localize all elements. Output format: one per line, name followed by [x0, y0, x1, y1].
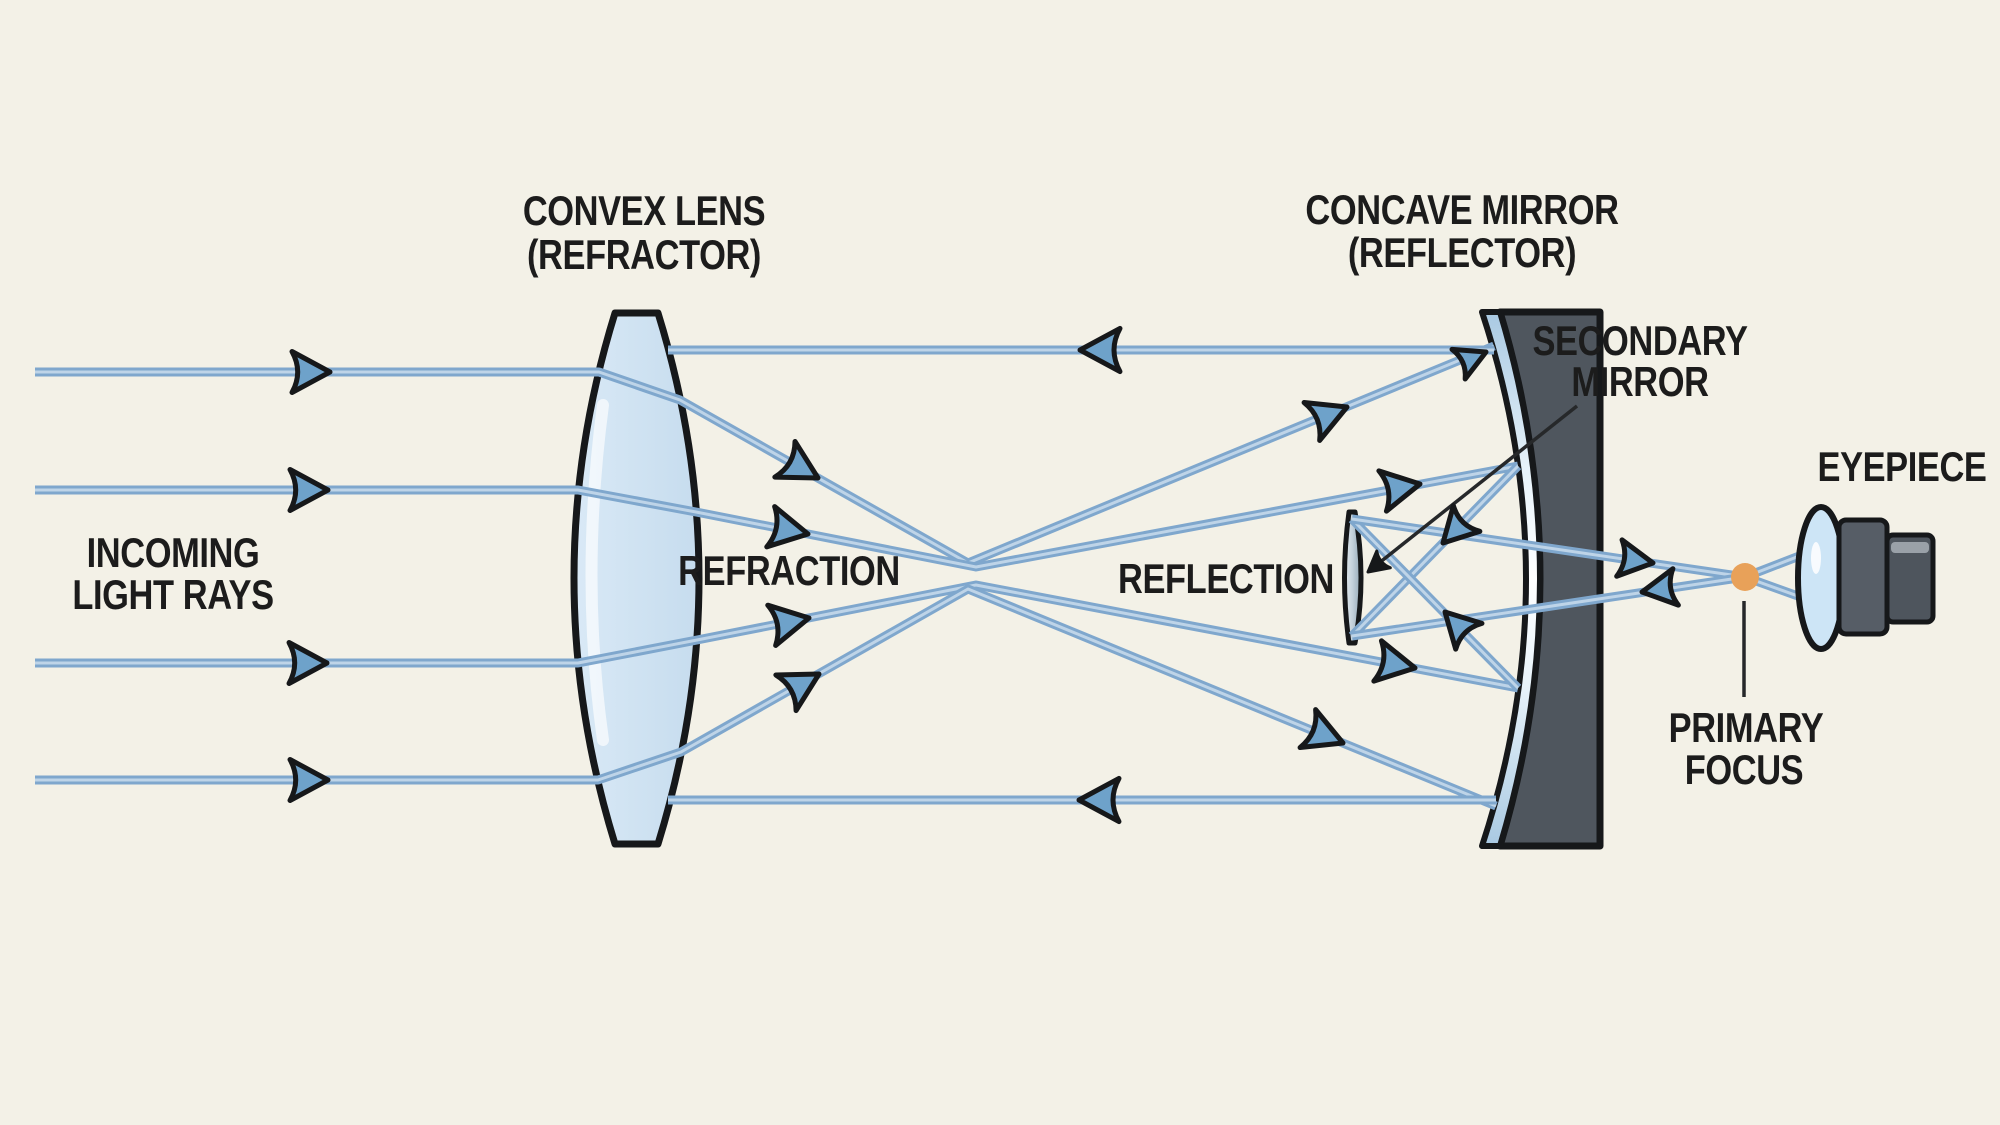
- eyepiece-barrel-back: [1884, 532, 1936, 625]
- lens-highlight: [585, 399, 609, 746]
- eyepiece: [1795, 504, 1936, 652]
- secondary-mirror-label-line1: SECONDARY: [1532, 317, 1748, 364]
- primary-focus-label-line1: PRIMARY: [1668, 704, 1824, 751]
- incoming-ray-3-refracted-core: [35, 583, 1519, 690]
- secondary-mirror: [1342, 509, 1364, 646]
- primary-focus-label-line2: FOCUS: [1684, 746, 1804, 793]
- concave-mirror-title-line1: CONCAVE MIRROR: [1305, 186, 1619, 233]
- secondary-mirror-label-line2: MIRROR: [1571, 358, 1709, 405]
- ray-arrowhead-icon: [772, 438, 821, 481]
- ray-arrowhead-icon: [289, 349, 333, 395]
- ray-arrowhead-icon: [1639, 566, 1681, 608]
- ray-arrowhead-icon: [1297, 707, 1346, 751]
- convex-lens-title-line2: (REFRACTOR): [526, 231, 762, 278]
- ray-arrowhead-icon: [1077, 325, 1123, 375]
- refraction-label: REFRACTION: [678, 547, 900, 594]
- pointer-arrowhead-icon: [1366, 549, 1392, 574]
- primary-focus-dot: [1731, 563, 1759, 591]
- incoming-light-rays-label-line2: LIGHT RAYS: [72, 571, 274, 618]
- eyepiece-label: EYEPIECE: [1817, 443, 1987, 490]
- ray-arrowhead-icon: [1440, 503, 1483, 546]
- ray-arrowhead-icon: [1371, 638, 1418, 684]
- concave-mirror-title-line2: (REFLECTOR): [1347, 229, 1577, 276]
- ray-arrowhead-icon: [764, 504, 811, 550]
- ray-arrowhead-icon: [1076, 775, 1122, 825]
- incoming-ray-4-refracted-core: [35, 587, 1497, 808]
- ray-arrowhead-icon: [1449, 346, 1489, 382]
- ray-arrowhead-icon: [1376, 468, 1423, 514]
- incoming-ray-2-refracted-core: [35, 464, 1519, 569]
- mirror-to-secondary-ray-upper-core: [1350, 464, 1520, 638]
- ray-arrowhead-icon: [286, 640, 330, 686]
- ray-arrowhead-icon: [287, 757, 331, 803]
- incoming-light-rays-label-line1: INCOMING: [86, 529, 260, 576]
- secondary-mirror-pointer-line: [1372, 404, 1579, 569]
- reflection-label: REFLECTION: [1118, 555, 1334, 602]
- mirror-to-secondary-ray-lower-core: [1350, 517, 1520, 690]
- ray-arrowhead-icon: [1442, 609, 1485, 652]
- incoming-ray-1-refracted-core: [35, 344, 1495, 565]
- ray-arrowhead-icon: [773, 671, 822, 714]
- ray-arrowhead-icon: [287, 467, 331, 513]
- eyepiece-barrel-stripe: [1891, 542, 1929, 553]
- eyepiece-lens-highlight: [1811, 542, 1821, 574]
- ray-arrowhead-icon: [765, 602, 812, 648]
- incoming-ray-4-refracted: [35, 584, 1498, 811]
- eyepiece-barrel-front: [1836, 517, 1890, 637]
- convex-lens-title-line1: CONVEX LENS: [522, 187, 766, 234]
- ray-arrowhead-icon: [1614, 537, 1656, 579]
- ray-arrowhead-icon: [1301, 400, 1350, 443]
